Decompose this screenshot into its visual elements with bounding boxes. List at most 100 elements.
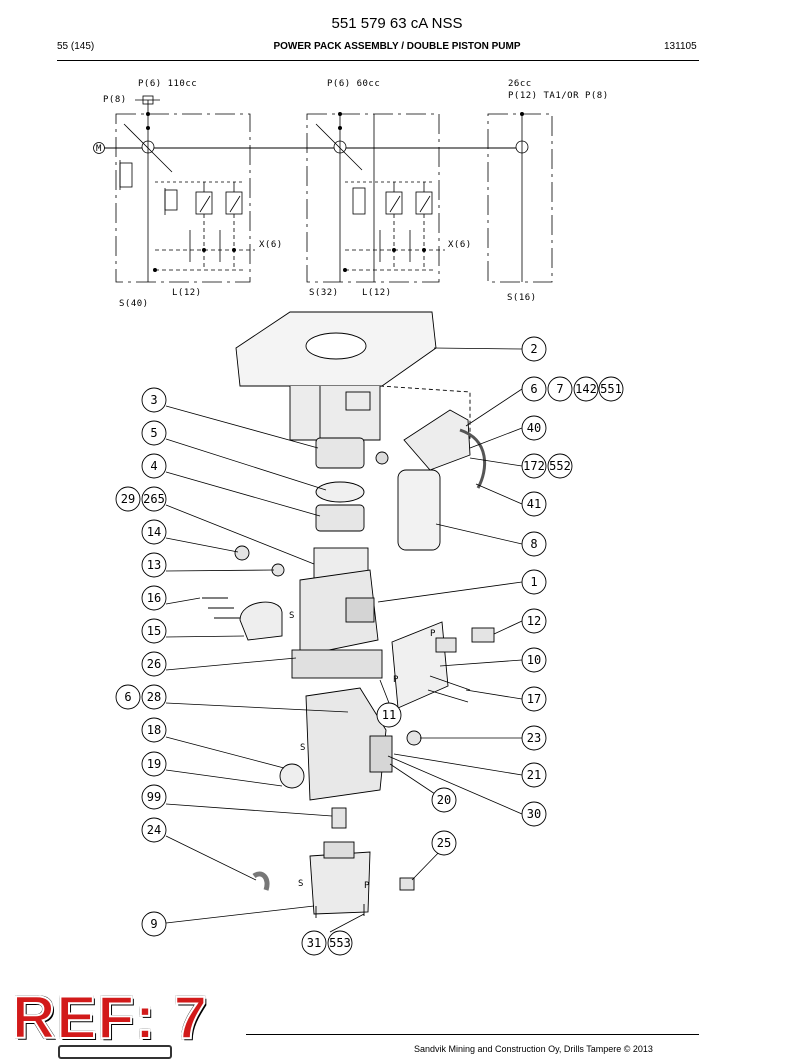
svg-text:552: 552 <box>549 459 571 473</box>
callout-28: 28 <box>141 684 167 710</box>
svg-text:13: 13 <box>147 558 161 572</box>
svg-text:24: 24 <box>147 823 161 837</box>
header-rule <box>57 60 699 61</box>
svg-text:3: 3 <box>150 393 157 407</box>
label-p-block: P <box>430 629 436 639</box>
callout-551: 551 <box>598 376 624 402</box>
callout-142: 142 <box>573 376 599 402</box>
callout-553: 553 <box>327 930 353 956</box>
svg-text:11: 11 <box>382 708 396 722</box>
svg-text:553: 553 <box>329 936 351 950</box>
callout-265: 265 <box>141 486 167 512</box>
clamp <box>202 597 283 641</box>
port-l12-label-1: L(12) <box>172 288 202 298</box>
callout-21: 21 <box>521 762 547 788</box>
callout-30: 30 <box>521 801 547 827</box>
label-s-pump3: S <box>298 879 303 889</box>
svg-text:8: 8 <box>530 537 537 551</box>
third-pump <box>309 841 371 918</box>
motor-symbol <box>93 142 105 154</box>
footer-copyright: Sandvik Mining and Construction Oy, Dril… <box>414 1044 653 1054</box>
callout-4: 4 <box>141 453 167 479</box>
svg-text:18: 18 <box>147 723 161 737</box>
callout-29: 29 <box>115 486 141 512</box>
bell-housing <box>235 311 471 441</box>
callout-13: 13 <box>141 552 167 578</box>
port-s32-label: S(32) <box>309 288 339 298</box>
port-s40-label: S(40) <box>119 299 149 309</box>
callout-14: 14 <box>141 519 167 545</box>
svg-text:23: 23 <box>527 731 541 745</box>
svg-text:28: 28 <box>147 690 161 704</box>
callout-12: 12 <box>521 608 547 634</box>
document-number: 551 579 63 cA NSS <box>331 15 463 32</box>
callout-16: 16 <box>141 585 167 611</box>
valve-block <box>391 621 495 709</box>
pump1-label: P(6) 110cc <box>138 79 197 89</box>
hydraulic-schematic <box>93 95 553 283</box>
svg-text:15: 15 <box>147 624 161 638</box>
callout-6b: 6 <box>115 684 141 710</box>
pump3-sublabel: P(12) TA1/OR P(8) <box>508 91 609 101</box>
main-pump <box>291 547 383 679</box>
callout-17: 17 <box>521 686 547 712</box>
callout-40: 40 <box>521 415 547 441</box>
svg-text:265: 265 <box>143 492 165 506</box>
pump3-label: 26cc <box>508 79 532 89</box>
document-code: 131105 <box>664 41 697 52</box>
coupling <box>315 437 365 532</box>
page-number: 55 (145) <box>57 41 95 52</box>
svg-text:5: 5 <box>150 426 157 440</box>
svg-text:4: 4 <box>150 459 157 473</box>
ref-stamp: REF: 7 <box>11 984 209 1051</box>
label-p-pump3: P <box>364 881 370 891</box>
callout-9: 9 <box>141 911 167 937</box>
label-p-block-2: P <box>393 675 399 685</box>
pump2-label: P(6) 60cc <box>327 79 380 89</box>
callout-6: 6 <box>521 376 547 402</box>
callout-balloons: 2 6 7 142 551 3 40 5 172 552 4 41 29 265… <box>115 336 624 956</box>
callout-11: 11 <box>376 702 402 728</box>
svg-text:30: 30 <box>527 807 541 821</box>
callout-5: 5 <box>141 420 167 446</box>
svg-text:1: 1 <box>530 575 537 589</box>
port-x6-label-2: X(6) <box>448 240 472 250</box>
label-s-pump2: S <box>300 743 305 753</box>
port-x6-label-1: X(6) <box>259 240 283 250</box>
svg-text:6: 6 <box>124 690 131 704</box>
svg-text:12: 12 <box>527 614 541 628</box>
svg-text:2: 2 <box>530 342 537 356</box>
footer-rule <box>246 1034 699 1035</box>
svg-text:29: 29 <box>121 492 135 506</box>
callout-41: 41 <box>521 491 547 517</box>
callout-552: 552 <box>547 453 573 479</box>
callout-172: 172 <box>521 453 547 479</box>
svg-text:19: 19 <box>147 757 161 771</box>
svg-text:99: 99 <box>147 790 161 804</box>
port-l12-label-2: L(12) <box>362 288 392 298</box>
callout-23: 23 <box>521 725 547 751</box>
svg-text:172: 172 <box>523 459 545 473</box>
svg-text:26: 26 <box>147 657 161 671</box>
callout-31: 31 <box>301 930 327 956</box>
svg-text:20: 20 <box>437 793 451 807</box>
callout-18: 18 <box>141 717 167 743</box>
svg-text:9: 9 <box>150 917 157 931</box>
svg-text:31: 31 <box>307 936 321 950</box>
svg-text:21: 21 <box>527 768 541 782</box>
callout-8: 8 <box>521 531 547 557</box>
svg-text:14: 14 <box>147 525 161 539</box>
callout-25: 25 <box>431 830 457 856</box>
motor-label: M <box>96 144 102 154</box>
page-title: POWER PACK ASSEMBLY / DOUBLE PISTON PUMP <box>273 41 521 52</box>
svg-text:6: 6 <box>530 382 537 396</box>
port-s16-label: S(16) <box>507 293 537 303</box>
callout-2: 2 <box>521 336 547 362</box>
svg-text:10: 10 <box>527 653 541 667</box>
second-pump <box>279 687 422 801</box>
svg-text:551: 551 <box>600 382 622 396</box>
filter-assembly <box>375 409 487 551</box>
svg-text:25: 25 <box>437 836 451 850</box>
port-p8-label: P(8) <box>103 95 127 105</box>
